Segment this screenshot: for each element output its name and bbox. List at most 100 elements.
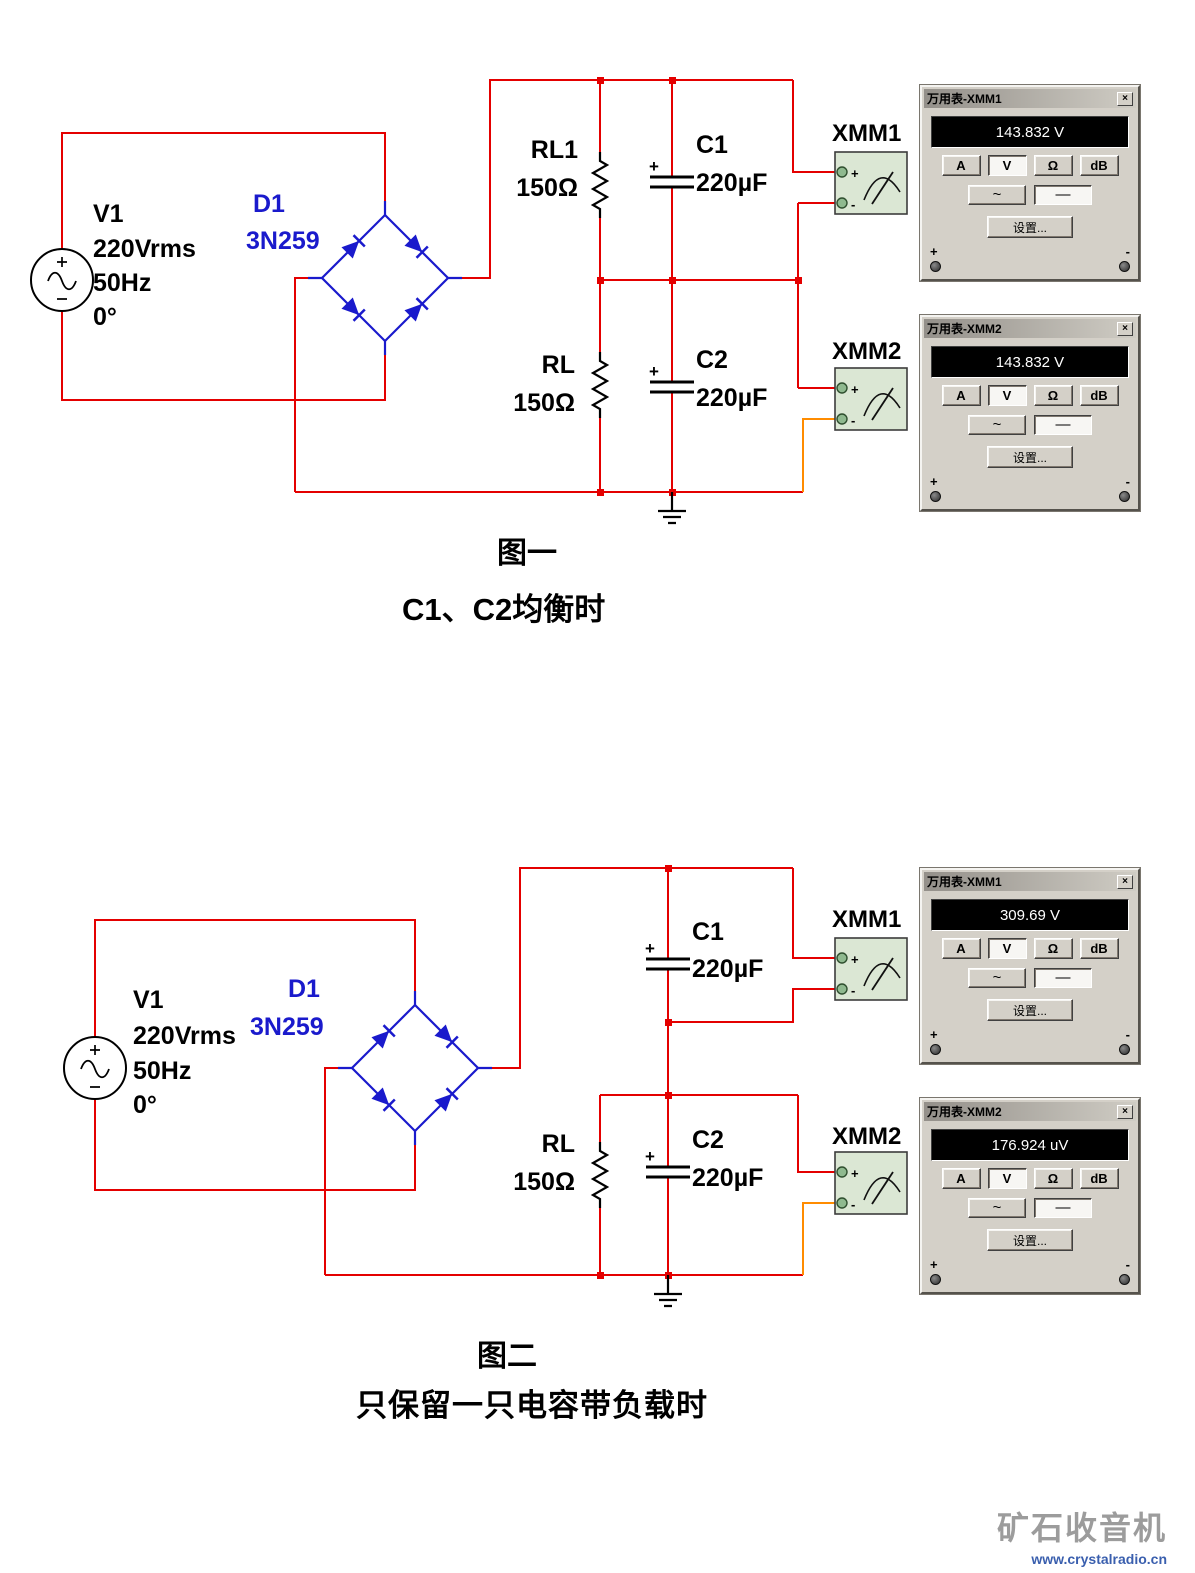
d1-bridge-rectifier[interactable] — [308, 201, 462, 355]
minus-label: - — [1125, 1027, 1130, 1042]
reading-display: 143.832 V — [931, 346, 1129, 378]
minus-terminal[interactable] — [836, 413, 848, 425]
dc-mode-button[interactable]: — — [1034, 968, 1092, 988]
dc-mode-button[interactable]: — — [1034, 415, 1092, 435]
minus-terminal-dot[interactable] — [1119, 261, 1130, 272]
ground-symbol[interactable] — [654, 1275, 682, 1308]
xmm1-meter-icon[interactable]: + - — [834, 937, 908, 1001]
minus-terminal-dot[interactable] — [1119, 1044, 1130, 1055]
sine-symbol — [80, 1059, 110, 1079]
dc-mode-button[interactable]: — — [1034, 1198, 1092, 1218]
rl1-ref: RL1 — [531, 136, 578, 164]
c2-ref: C2 — [696, 346, 728, 374]
plus-label: + — [930, 1257, 938, 1272]
ampere-button[interactable]: A — [941, 155, 981, 176]
ac-mode-button[interactable]: ~ — [968, 185, 1026, 205]
volt-button[interactable]: V — [987, 938, 1027, 959]
d1-bridge-rectifier[interactable] — [338, 991, 492, 1145]
reading-value: 143.832 V — [995, 353, 1065, 371]
figure2-caption: 只保留一只电容带负载时 — [356, 1388, 708, 1423]
xmm2-meter-icon[interactable]: + - — [834, 367, 908, 431]
rl-resistor[interactable] — [590, 1142, 610, 1208]
c2-value: 220µF — [692, 1164, 763, 1192]
minus-terminal-dot[interactable] — [1119, 1274, 1130, 1285]
c2-capacitor[interactable] — [650, 380, 694, 394]
ac-mode-button[interactable]: ~ — [968, 1198, 1026, 1218]
v1-freq: 50Hz — [93, 269, 151, 297]
rl-value: 150Ω — [513, 1168, 575, 1196]
ohm-button[interactable]: Ω — [1033, 938, 1073, 959]
settings-button[interactable]: 设置... — [987, 446, 1073, 468]
close-button[interactable]: × — [1117, 91, 1133, 106]
volt-button[interactable]: V — [987, 1168, 1027, 1189]
xmm1-meter-icon[interactable]: + - — [834, 151, 908, 215]
close-button[interactable]: × — [1117, 321, 1133, 336]
volt-button[interactable]: V — [987, 385, 1027, 406]
volt-button[interactable]: V — [987, 155, 1027, 176]
rl1-resistor[interactable] — [590, 152, 610, 218]
minus-terminal: - — [1119, 475, 1130, 502]
plus-terminal[interactable] — [836, 1166, 848, 1178]
ampere-button[interactable]: A — [941, 385, 981, 406]
titlebar[interactable]: 万用表-XMM1 × — [924, 872, 1136, 891]
close-button[interactable]: × — [1117, 874, 1133, 889]
ohm-button[interactable]: Ω — [1033, 385, 1073, 406]
rl-ref: RL — [542, 1130, 575, 1158]
watermark-title: 矿石收音机 — [996, 1510, 1167, 1546]
ac-mode-button[interactable]: ~ — [968, 415, 1026, 435]
gauge-arc — [863, 392, 901, 417]
ac-mode-button[interactable]: ~ — [968, 968, 1026, 988]
window-title: 万用表-XMM1 — [927, 875, 1002, 889]
c1-polarity: + — [649, 157, 659, 176]
minus-label: - — [1125, 244, 1130, 259]
rl-value: 150Ω — [513, 389, 575, 417]
db-button[interactable]: dB — [1079, 938, 1119, 959]
v1-source[interactable] — [30, 248, 94, 312]
minus-terminal[interactable] — [836, 197, 848, 209]
ground-symbol[interactable] — [658, 492, 686, 525]
plus-terminal-dot[interactable] — [930, 1044, 941, 1055]
minus-terminal[interactable] — [836, 983, 848, 995]
titlebar[interactable]: 万用表-XMM1 × — [924, 89, 1136, 108]
xmm2-meter-icon[interactable]: + - — [834, 1151, 908, 1215]
v1-freq: 50Hz — [133, 1057, 191, 1085]
plus-terminal-dot[interactable] — [930, 261, 941, 272]
ampere-button[interactable]: A — [941, 1168, 981, 1189]
rl1-value: 150Ω — [516, 174, 578, 202]
xmm2-label: XMM2 — [832, 1123, 901, 1150]
c2-capacitor[interactable] — [646, 1165, 690, 1179]
close-button[interactable]: × — [1117, 1104, 1133, 1119]
minus-terminal[interactable] — [836, 1197, 848, 1209]
polarity-marks — [57, 257, 67, 300]
c1-capacitor[interactable] — [646, 957, 690, 971]
plus-terminal-dot[interactable] — [930, 491, 941, 502]
db-button[interactable]: dB — [1079, 155, 1119, 176]
v1-phase: 0° — [133, 1091, 157, 1119]
settings-button[interactable]: 设置... — [987, 1229, 1073, 1251]
gauge-arc — [863, 1176, 901, 1201]
ohm-button[interactable]: Ω — [1033, 1168, 1073, 1189]
minus-sign: - — [851, 197, 855, 212]
minus-sign: - — [851, 1197, 855, 1212]
settings-button[interactable]: 设置... — [987, 216, 1073, 238]
titlebar[interactable]: 万用表-XMM2 × — [924, 319, 1136, 338]
plus-terminal[interactable] — [836, 952, 848, 964]
settings-button[interactable]: 设置... — [987, 999, 1073, 1021]
c1-capacitor[interactable] — [650, 175, 694, 189]
plus-terminal[interactable] — [836, 382, 848, 394]
ohm-button[interactable]: Ω — [1033, 155, 1073, 176]
db-button[interactable]: dB — [1079, 385, 1119, 406]
v1-source[interactable] — [63, 1036, 127, 1100]
reading-display: 309.69 V — [931, 899, 1129, 931]
titlebar[interactable]: 万用表-XMM2 × — [924, 1102, 1136, 1121]
rl-resistor[interactable] — [590, 352, 610, 418]
window-title: 万用表-XMM1 — [927, 92, 1002, 106]
figure2-schematic: + - + - V1 220Vrms 50Hz 0° D1 3N259 C1 2… — [63, 865, 908, 1308]
dc-mode-button[interactable]: — — [1034, 185, 1092, 205]
multimeter-window-xmm2-fig2: 万用表-XMM2 × 176.924 uV A V Ω dB ~ — 设置...… — [920, 1098, 1140, 1294]
plus-terminal[interactable] — [836, 166, 848, 178]
plus-terminal-dot[interactable] — [930, 1274, 941, 1285]
db-button[interactable]: dB — [1079, 1168, 1119, 1189]
minus-terminal-dot[interactable] — [1119, 491, 1130, 502]
ampere-button[interactable]: A — [941, 938, 981, 959]
